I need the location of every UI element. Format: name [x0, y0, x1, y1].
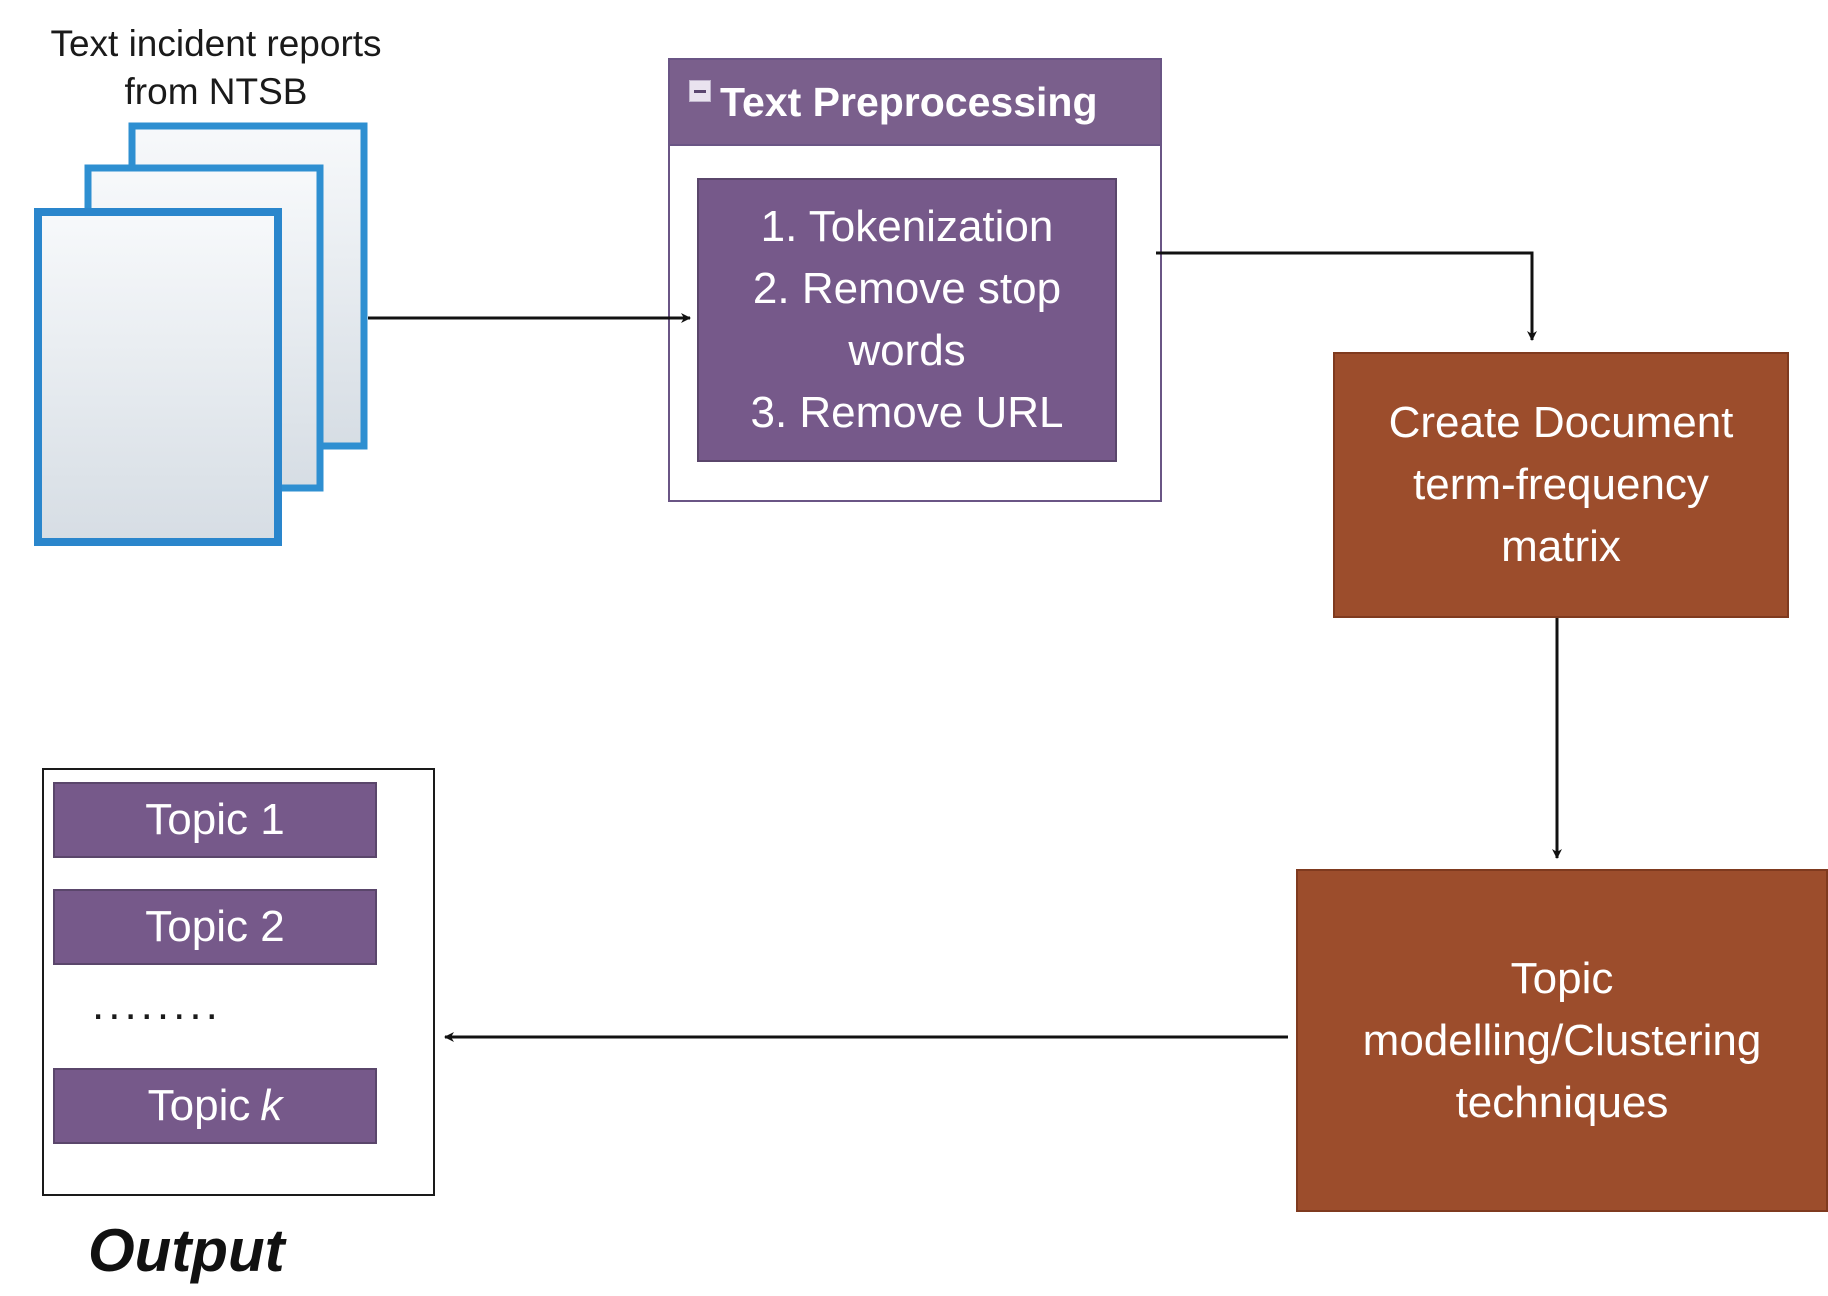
topic-ellipsis: ........	[92, 980, 222, 1029]
source-label: Text incident reports from NTSB	[0, 20, 432, 116]
step-remove-stop: 2. Remove stop	[752, 264, 1062, 313]
topic-k-variable: k	[260, 1081, 283, 1130]
step-remove-stop-cont: words	[848, 326, 966, 375]
topic-k-prefix: Topic	[147, 1081, 251, 1130]
arrow-preprocessing-to-matrix	[1156, 251, 1537, 341]
preprocessing-title: Text Preprocessing	[720, 79, 1098, 125]
source-label-line2: from NTSB	[124, 71, 308, 112]
output-label: Output	[88, 1217, 285, 1284]
topic-chip-2: Topic 2	[53, 889, 377, 965]
source-label-line1: Text incident reports	[50, 23, 382, 64]
modelling-line2: modelling/Clustering	[1362, 1015, 1762, 1065]
modelling-line1: Topic	[1510, 953, 1614, 1003]
matrix-line1: Create Document	[1388, 398, 1734, 447]
document-stack-icon	[34, 122, 368, 546]
modelling-line3: techniques	[1455, 1077, 1669, 1127]
preprocessing-steps: 1. Tokenization 2. Remove stop words 3. …	[697, 178, 1117, 462]
step-tokenization: 1. Tokenization	[760, 202, 1054, 251]
collapse-icon[interactable]	[689, 80, 711, 102]
preprocessing-header	[668, 58, 1162, 146]
step-remove-url: 3. Remove URL	[750, 388, 1064, 437]
topic-modelling-box: Topic modelling/Clustering techniques	[1296, 869, 1828, 1212]
topic-chip-1: Topic 1	[53, 782, 377, 858]
matrix-line2: term-frequency	[1413, 460, 1709, 509]
matrix-line3: matrix	[1501, 522, 1621, 571]
term-frequency-matrix-box: Create Document term-frequency matrix	[1333, 352, 1789, 618]
